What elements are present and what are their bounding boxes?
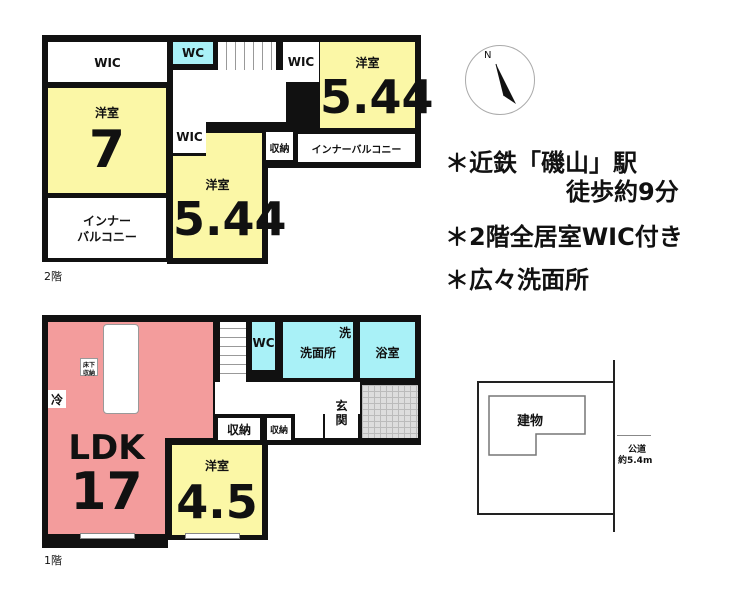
feature-walk: 徒歩約9分 (566, 178, 679, 206)
floor1-label: 1階 (44, 554, 62, 567)
wic-2f-right: WIC (283, 42, 319, 82)
washroom: 洗面所 洗 (283, 322, 353, 378)
wc-1f: WC (252, 322, 275, 370)
room-2f-middle: 洋室 5.44 (173, 156, 287, 258)
storage-2f: 収納 (266, 132, 293, 160)
feature-station: ＊近鉄「磯山」駅 (445, 149, 637, 177)
storage-1f-b: 収納 (267, 418, 291, 440)
storage-1f-a: 収納 (218, 418, 260, 440)
building-outline (488, 395, 586, 456)
compass-arrow-icon (495, 63, 516, 104)
room-2f-upper-right: 洋室 5.44 (320, 42, 434, 128)
road-arrow-icon (617, 435, 651, 436)
room-1f: 洋室 4.5 (172, 445, 262, 535)
underfloor-storage: 床下 収納 (80, 358, 98, 377)
wic-2f-left: WIC (48, 42, 167, 82)
room-2f-left: 洋室 7 (48, 88, 166, 193)
fridge: 冷 (48, 390, 66, 408)
entrance-tile (362, 385, 418, 438)
entrance: 玄 関 (325, 385, 358, 438)
wc-2f: WC (173, 42, 213, 64)
kitchen-counter (103, 324, 139, 414)
feature-washroom: ＊広々洗面所 (445, 266, 589, 294)
bathroom: 浴室 (360, 322, 415, 378)
hall-2f (173, 70, 286, 122)
feature-wic: ＊2階全居室WIC付き (445, 223, 683, 251)
floor2-label: 2階 (44, 270, 62, 283)
wic-2f-middle: WIC (173, 122, 206, 153)
compass: N (465, 45, 535, 115)
balcony-2f-left: インナー バルコニー (48, 198, 166, 258)
balcony-2f-right: インナーバルコニー (298, 134, 415, 162)
stairs-1f (220, 322, 246, 382)
